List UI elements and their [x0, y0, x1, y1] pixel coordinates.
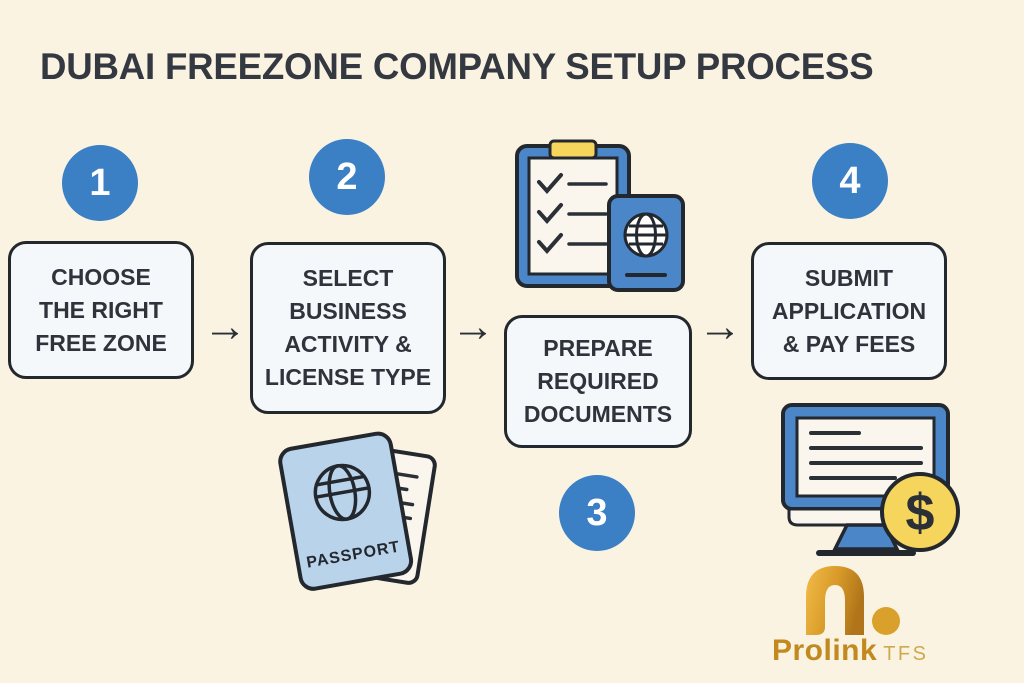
step-1-label-line: FREE ZONE — [35, 329, 167, 356]
monitor-payment-icon: $ — [781, 403, 960, 556]
dollar-coin-icon: $ — [880, 472, 960, 552]
step-4-label-line: APPLICATION — [771, 297, 927, 324]
step-3-label-line: REQUIRED — [537, 368, 659, 394]
logo-dot — [872, 607, 900, 635]
monitor-stand — [832, 523, 900, 551]
passport-documents-icon: PASSPORT — [278, 431, 437, 591]
step-3-label-line: DOCUMENTS — [523, 401, 673, 427]
passport-icon — [607, 194, 685, 292]
step-1-box: CHOOSE THE RIGHT FREE ZONE — [8, 241, 194, 379]
step-4-badge: 4 — [812, 143, 888, 219]
step-1-label-line: CHOOSE — [51, 263, 151, 290]
step-3-box: PREPARE REQUIRED DOCUMENTS — [504, 315, 692, 448]
step-1-number: 1 — [89, 161, 111, 204]
step-4-label-line: & PAY FEES — [782, 330, 916, 357]
arrow-icon: → — [451, 302, 495, 351]
step-2-label-line: LICENSE TYPE — [264, 364, 432, 390]
dollar-glyph: $ — [906, 484, 935, 542]
prolink-logo-mark — [806, 566, 900, 635]
arrow-icon: → — [698, 302, 742, 351]
arrow-icon: → — [203, 302, 247, 351]
step-4-number: 4 — [839, 159, 861, 202]
step-3-number: 3 — [586, 491, 608, 534]
logo-brand: Prolink — [772, 634, 878, 667]
clipboard-checklist-icon — [515, 139, 685, 292]
checklist-rows — [537, 173, 608, 255]
step-2-label-line: SELECT — [302, 265, 394, 291]
step-4-box: SUBMIT APPLICATION & PAY FEES — [751, 242, 947, 380]
step-2-label-line: BUSINESS — [289, 298, 407, 324]
step-3-label-line: PREPARE — [543, 335, 653, 361]
step-2-label-line: ACTIVITY & — [284, 331, 412, 357]
step-1-label-line: THE RIGHT — [39, 296, 163, 323]
step-2-badge: 2 — [309, 139, 385, 215]
page-title: DUBAI FREEZONE COMPANY SETUP PROCESS — [40, 46, 874, 87]
step-2-box: SELECT BUSINESS ACTIVITY & LICENSE TYPE — [250, 242, 446, 414]
screen-text-lines — [809, 431, 923, 480]
step-1-badge: 1 — [62, 145, 138, 221]
step-4-label-line: SUBMIT — [804, 264, 894, 291]
step-3-badge: 3 — [559, 475, 635, 551]
passport-cover: PASSPORT — [278, 431, 414, 591]
step-2-number: 2 — [336, 155, 358, 198]
logo-suffix: TFS — [883, 643, 929, 665]
